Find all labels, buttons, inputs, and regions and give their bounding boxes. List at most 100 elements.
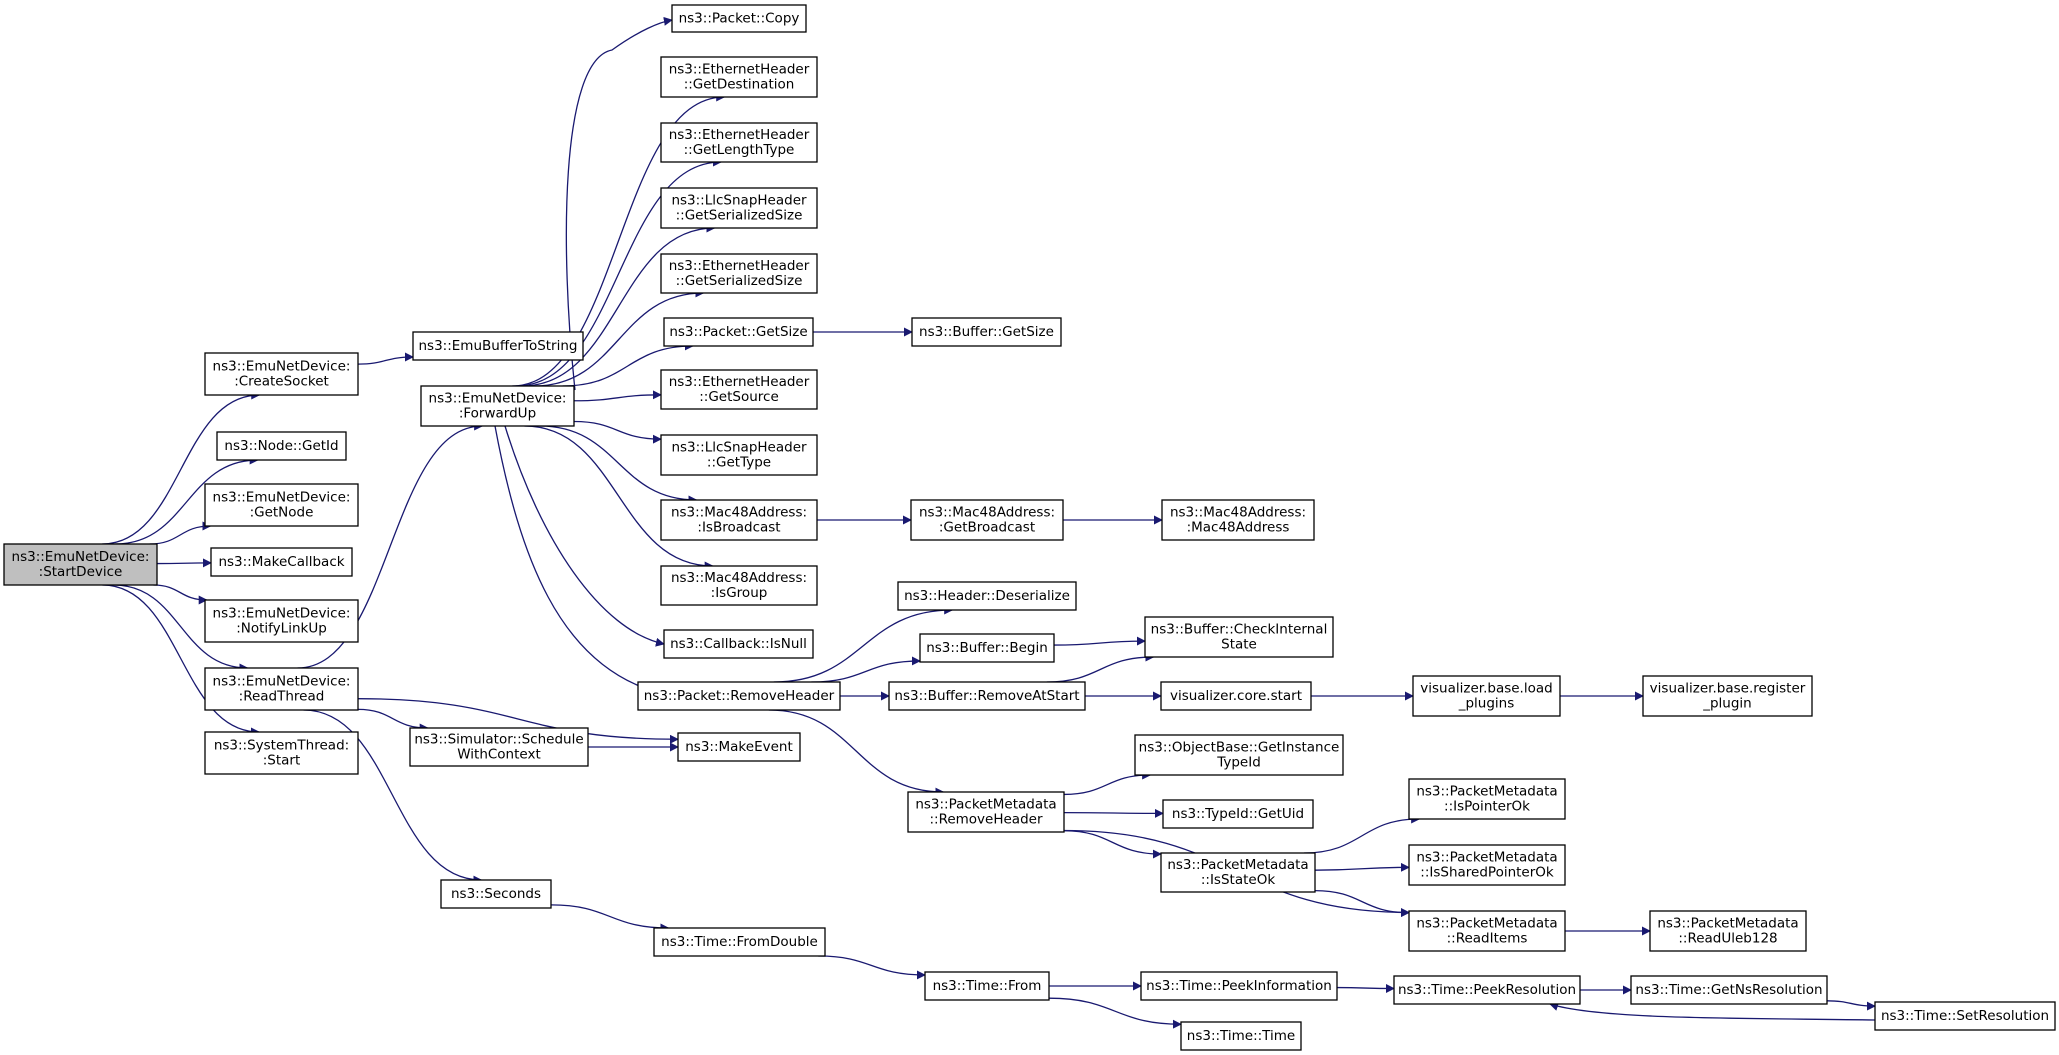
node-packetcopy[interactable]: ns3::Packet::Copy — [671, 4, 807, 33]
node-label: ns3::Packet::Copy — [679, 11, 800, 27]
node-box — [1874, 1001, 2056, 1031]
node-makecallback[interactable]: ns3::MakeCallback — [210, 547, 353, 577]
node-emubuftostring[interactable]: ns3::EmuBufferToString — [412, 331, 584, 361]
edge-forwardup-to-llcgettype — [573, 420, 662, 444]
node-box — [907, 791, 1065, 833]
node-box — [204, 483, 359, 527]
node-ethgetsource[interactable]: ns3::EthernetHeader::GetSource — [660, 369, 818, 410]
node-label: _plugin — [1702, 696, 1752, 712]
node-ethgetdest[interactable]: ns3::EthernetHeader::GetDestination — [660, 56, 818, 98]
node-pmremoveheader[interactable]: ns3::PacketMetadata::RemoveHeader — [907, 791, 1065, 833]
node-label: ::ReadItems — [1447, 931, 1528, 947]
edge-forwardup-to-callbackisnull — [504, 425, 665, 647]
node-systhreadstart[interactable]: ns3::SystemThread::Start — [204, 731, 359, 775]
node-buffergetsize[interactable]: ns3::Buffer::GetSize — [911, 317, 1062, 347]
node-label: :Mac48Address — [1187, 520, 1290, 536]
node-box — [660, 499, 818, 541]
node-macgetbroadcast[interactable]: ns3::Mac48Address::GetBroadcast — [910, 499, 1064, 541]
node-label: TypeId — [1216, 755, 1261, 771]
node-typeidgetuid[interactable]: ns3::TypeId::GetUid — [1162, 799, 1314, 829]
node-box — [660, 122, 818, 163]
node-box — [3, 543, 158, 586]
node-label: ns3::PacketMetadata — [1416, 916, 1557, 932]
node-box — [888, 681, 1086, 711]
node-box — [440, 879, 552, 909]
node-box — [1134, 734, 1344, 776]
node-macctor[interactable]: ns3::Mac48Address::Mac48Address — [1161, 499, 1315, 541]
node-pmisstateok[interactable]: ns3::PacketMetadata::IsStateOk — [1160, 852, 1316, 893]
node-label: ns3::Time::PeekResolution — [1398, 982, 1576, 998]
node-visregplugin[interactable]: visualizer.base.register_plugin — [1642, 675, 1813, 717]
node-label: ns3::Mac48Address: — [1170, 505, 1306, 521]
node-box — [1649, 910, 1807, 952]
node-pmispointerok[interactable]: ns3::PacketMetadata::IsPointerOk — [1408, 778, 1566, 820]
node-ethgetlentype[interactable]: ns3::EthernetHeader::GetLengthType — [660, 122, 818, 163]
node-box — [1393, 975, 1581, 1005]
node-makeevent[interactable]: ns3::MakeEvent — [677, 732, 801, 762]
edge-removeheader-to-pmremoveheader — [768, 709, 945, 797]
node-label: :IsGroup — [711, 585, 768, 601]
node-removeatstart[interactable]: ns3::Buffer::RemoveAtStart — [888, 681, 1086, 711]
node-box — [660, 565, 818, 606]
node-visloadplugins[interactable]: visualizer.base.load_plugins — [1412, 675, 1561, 717]
node-box — [1160, 852, 1316, 893]
node-pmreaduleb[interactable]: ns3::PacketMetadata::ReadUleb128 — [1649, 910, 1807, 952]
node-viscorestart[interactable]: visualizer.core.start — [1160, 681, 1312, 711]
node-seconds[interactable]: ns3::Seconds — [440, 879, 552, 909]
edge-forwardup-to-macisgroup — [524, 425, 714, 571]
node-label: :ReadThread — [239, 689, 325, 705]
node-box — [210, 547, 353, 577]
node-timefrom[interactable]: ns3::Time::From — [924, 971, 1050, 1001]
node-timetime[interactable]: ns3::Time::Time — [1180, 1021, 1302, 1051]
edge-removeatstart-to-checkinternal — [1046, 652, 1155, 683]
node-label: ns3::LlcSnapHeader — [671, 193, 807, 209]
edge-pmremoveheader-to-getinstancetypeid — [1063, 770, 1152, 796]
node-getnode[interactable]: ns3::EmuNetDevice::GetNode — [204, 483, 359, 527]
node-removeheader[interactable]: ns3::Packet::RemoveHeader — [637, 681, 841, 711]
node-pmreaditems[interactable]: ns3::PacketMetadata::ReadItems — [1408, 910, 1566, 952]
node-label: ns3::Simulator::Schedule — [414, 732, 583, 748]
node-label: ::GetDestination — [684, 77, 795, 93]
node-timegetnsres[interactable]: ns3::Time::GetNsResolution — [1630, 975, 1828, 1005]
node-label: ns3::EmuNetDevice: — [213, 606, 351, 622]
node-bufferbegin[interactable]: ns3::Buffer::Begin — [919, 633, 1055, 663]
node-notifylinkup[interactable]: ns3::EmuNetDevice::NotifyLinkUp — [204, 599, 359, 643]
node-macisbroadcast[interactable]: ns3::Mac48Address::IsBroadcast — [660, 499, 818, 541]
node-box — [637, 681, 841, 711]
edge-forwardup-to-packetcopy — [565, 16, 673, 391]
edge-root-to-nodegetid — [115, 455, 259, 545]
node-pmissharedptrok[interactable]: ns3::PacketMetadata::IsSharedPointerOk — [1408, 844, 1566, 886]
node-label: ns3::EmuNetDevice: — [213, 490, 351, 506]
node-callbackisnull[interactable]: ns3::Callback::IsNull — [663, 629, 814, 659]
node-nodegetid[interactable]: ns3::Node::GetId — [216, 431, 347, 461]
node-label: ns3::Packet::GetSize — [669, 324, 807, 340]
node-headerdeserialize[interactable]: ns3::Header::Deserialize — [897, 581, 1077, 611]
node-label: ns3::SystemThread: — [214, 738, 349, 754]
edge-removeheader-to-bufferbegin — [811, 656, 921, 683]
node-label: ::GetLengthType — [684, 142, 795, 158]
node-label: ns3::EmuBufferToString — [419, 338, 578, 354]
node-ethgetsersize[interactable]: ns3::EthernetHeader::GetSerializedSize — [660, 253, 818, 294]
node-timepeekinfo[interactable]: ns3::Time::PeekInformation — [1140, 971, 1338, 1001]
edge-removeheader-to-headerdeserialize — [773, 605, 954, 683]
node-label: :IsBroadcast — [697, 520, 780, 536]
node-llcgetsersize[interactable]: ns3::LlcSnapHeader::GetSerializedSize — [660, 187, 818, 229]
node-box — [671, 4, 807, 33]
edge-timesetres-to-timepeekres — [1549, 1002, 1876, 1021]
node-root[interactable]: ns3::EmuNetDevice::StartDevice — [3, 543, 158, 586]
node-forwardup[interactable]: ns3::EmuNetDevice::ForwardUp — [420, 385, 575, 427]
node-createsocket[interactable]: ns3::EmuNetDevice::CreateSocket — [204, 352, 359, 396]
node-macisgroup[interactable]: ns3::Mac48Address::IsGroup — [660, 565, 818, 606]
node-llcgettype[interactable]: ns3::LlcSnapHeader::GetType — [660, 434, 818, 476]
node-timepeekres[interactable]: ns3::Time::PeekResolution — [1393, 975, 1581, 1005]
node-readthread[interactable]: ns3::EmuNetDevice::ReadThread — [204, 667, 359, 711]
edge-forwardup-to-ethgetsource — [573, 390, 662, 402]
node-packetgetsize[interactable]: ns3::Packet::GetSize — [663, 317, 814, 347]
node-timefromdouble[interactable]: ns3::Time::FromDouble — [653, 927, 826, 957]
edge-root-to-systhreadstart — [102, 584, 261, 737]
node-label: ns3::EthernetHeader — [669, 127, 810, 143]
node-timesetres[interactable]: ns3::Time::SetResolution — [1874, 1001, 2056, 1031]
